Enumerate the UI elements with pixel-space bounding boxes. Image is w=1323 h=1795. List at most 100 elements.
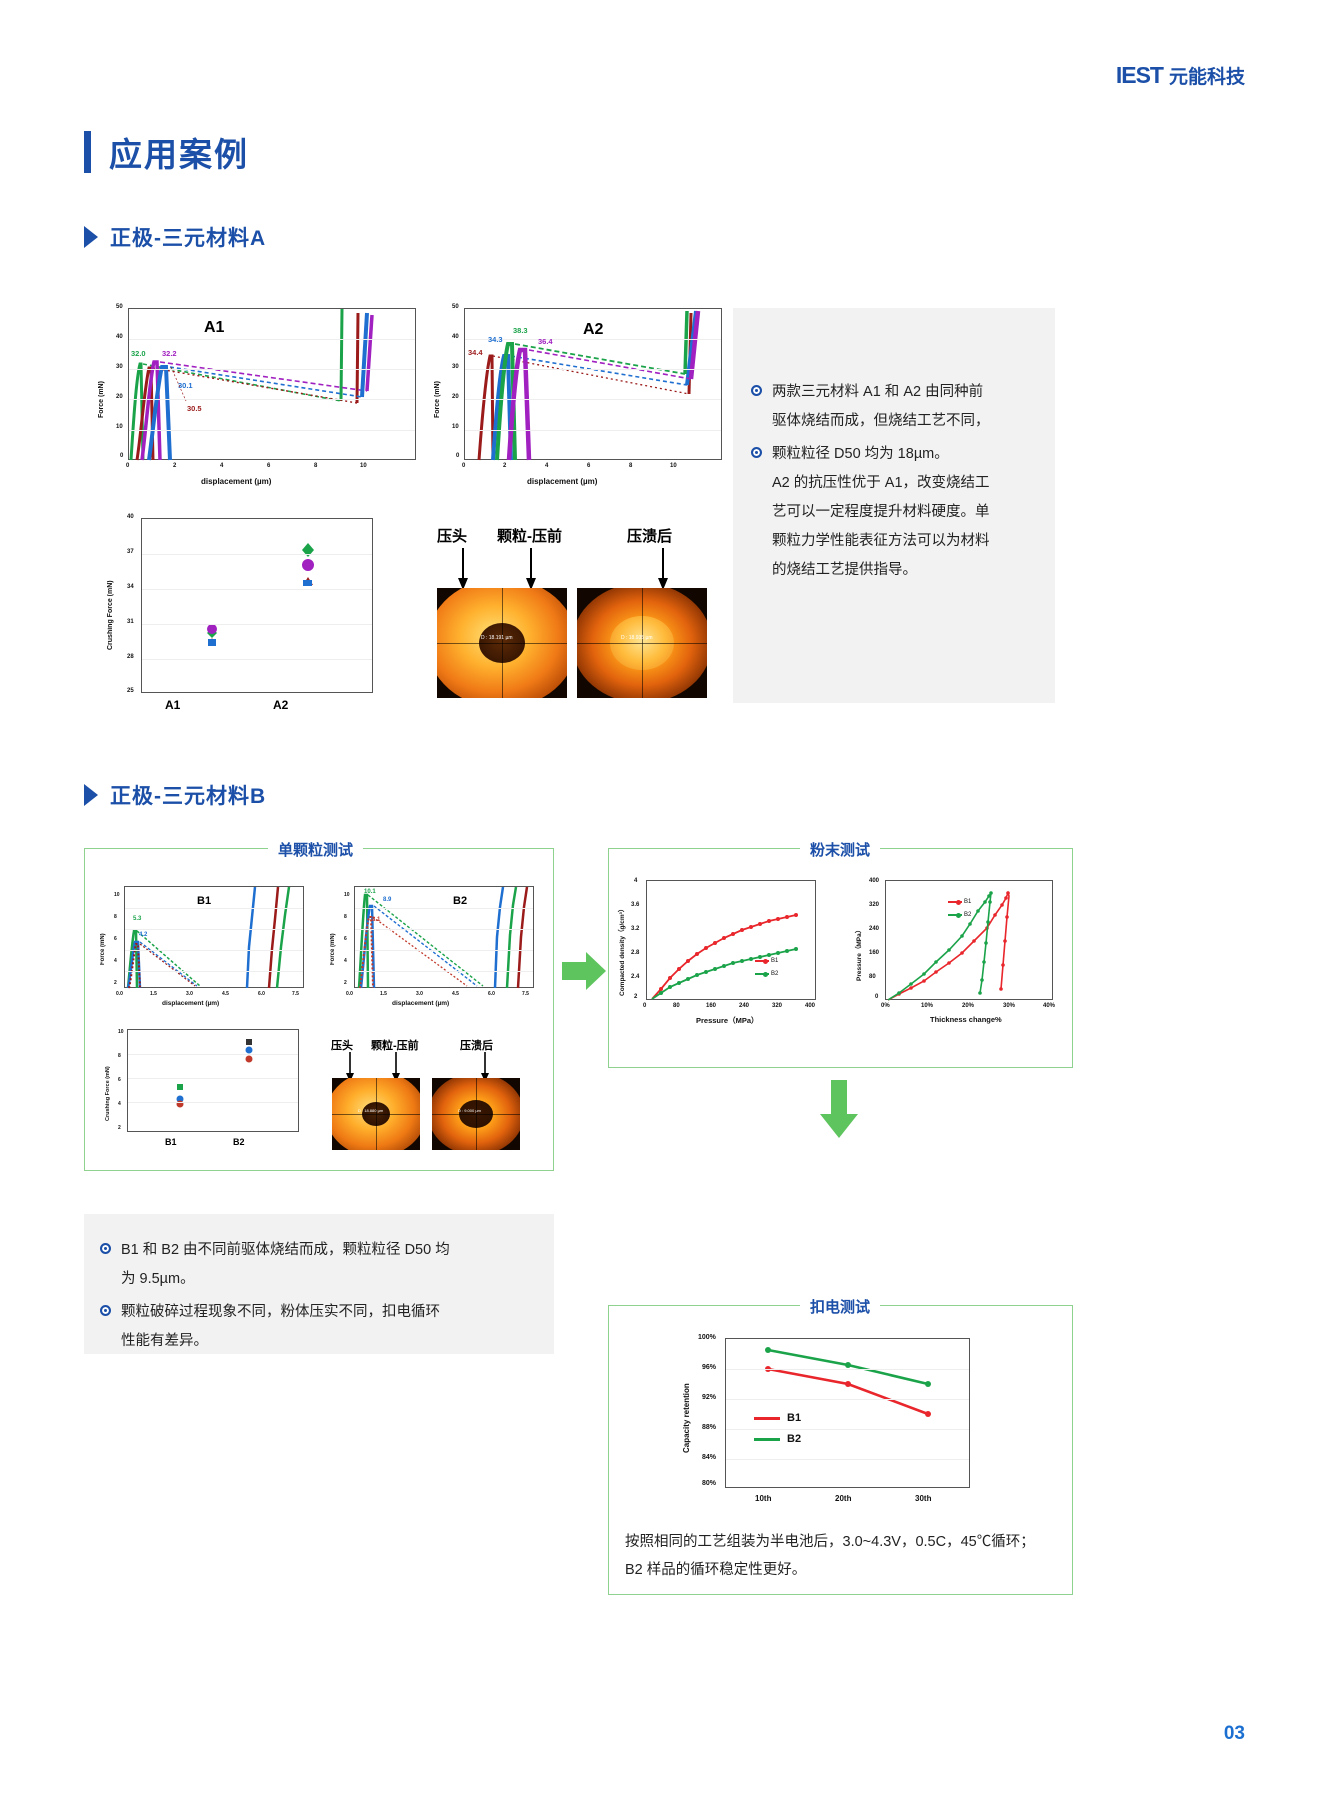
chart-compacted-density-plot: B1 B2: [646, 880, 816, 1000]
chart-a2-ylabel: Force (mN): [434, 381, 441, 418]
chart-pressure-thickness-ytick: 320: [869, 902, 880, 908]
chart-b-crushing-xtick-b2: B2: [233, 1137, 245, 1147]
note-text: 颗粒粒径 D50 均为 18µm。 A2 的抗压性优于 A1，改变烧结工 艺可以…: [772, 440, 990, 585]
chart-a-crushing-ytick: 40: [127, 514, 134, 520]
note-line: 性能有差异。: [121, 1333, 208, 1349]
chart-b2-xtick: 4.5: [452, 991, 459, 997]
arrow-down-icon: [481, 1052, 489, 1082]
chart-b2-ytick: 2: [344, 980, 347, 986]
chart-capacity-retention-ytick: 84%: [702, 1454, 717, 1461]
chart-a2-xlabel: displacement (µm): [527, 477, 598, 486]
chart-a1-ytick: 10: [116, 424, 123, 430]
chart-b1-ytick: 4: [114, 958, 117, 964]
chart-compacted-density-ytick: 2: [634, 994, 638, 1000]
chart-a1-ytick: 30: [116, 364, 123, 370]
legend-line-icon: [754, 1437, 780, 1441]
chart-a2: Force (mN) 50 40 30 20 10 0: [432, 300, 732, 500]
arrow-down-icon: [392, 1052, 400, 1082]
chart-compacted-density-legend-b1: B1: [755, 958, 778, 964]
legend-label: B2: [787, 1433, 802, 1445]
micrograph-label-indenter: 压头: [331, 1040, 353, 1052]
chart-b2-curves: [357, 886, 529, 989]
chart-a1-ytick: 0: [120, 453, 124, 459]
chart-b2-ytick: 6: [344, 936, 347, 942]
chart-capacity-retention-ylabel: Capacity retention: [682, 1383, 691, 1453]
chart-b-crushing-ytick: 4: [118, 1101, 121, 1107]
chart-a1-xtick: 0: [126, 463, 130, 469]
chart-a2-xtick: 10: [670, 463, 677, 469]
chart-compacted-density-xtick: 240: [739, 1003, 750, 1009]
chart-a1: Force (mN) 50 40 30 20 10 0: [96, 300, 421, 500]
chart-b1-ytick: 10: [114, 892, 120, 898]
chart-a1-ylabel: Force (mN): [98, 381, 105, 418]
chart-pressure-thickness: Pressure（MPa） 400 320 240 160 80 0: [855, 872, 1065, 1032]
arrow-down-icon: [658, 548, 668, 590]
chart-pressure-thickness-legend-b2: B2: [948, 912, 971, 918]
chart-b-crushing-ytick: 2: [118, 1125, 121, 1131]
chart-a1-annotation: 30.5: [187, 404, 202, 413]
note-line: 的烧结工艺提供指导。: [772, 562, 917, 578]
chart-a1-xtick: 8: [314, 463, 318, 469]
note-line: 驱体烧结而成，但烧结工艺不同，: [772, 413, 990, 429]
legend-line-icon: [948, 901, 962, 903]
chart-compacted-density-ytick: 3.2: [631, 926, 640, 932]
chart-b-crushing-ytick: 10: [118, 1029, 124, 1035]
chart-b1-annotation: 4.2: [139, 932, 148, 938]
chart-a1-xtick: 10: [360, 463, 367, 469]
chart-b1-xtick: 0.0: [116, 991, 123, 997]
chart-b-crushing-points: [176, 1039, 253, 1108]
legend-dot-icon: [763, 958, 768, 964]
chart-compacted-density-xlabel: Pressure（MPa）: [696, 1016, 759, 1025]
note-item: B1 和 B2 由不同前驱体烧结而成，颗粒粒径 D50 均 为 9.5µm。: [100, 1236, 534, 1294]
micrograph-label-after: 压溃后: [460, 1040, 493, 1052]
chart-b1-xtick: 3.0: [186, 991, 193, 997]
brand-mark-text: IEST: [1115, 62, 1164, 88]
chart-b2: Force (mN) 10 8 6 4 2 B2 10.1 8.9: [330, 880, 540, 1010]
section-heading-a-text: 正极-三元材料A: [110, 227, 267, 250]
micrograph-before: D : 18.191 µm: [437, 588, 567, 698]
chart-b1-xtick: 4.5: [222, 991, 229, 997]
micrograph-label-after: 压溃后: [627, 528, 673, 545]
chart-compacted-density-ylabel: Compacted density（g/cm³）: [619, 905, 626, 996]
chart-b-crushing: Crushing Force (mN) 10 8 6 4 2 B1 B2: [105, 1023, 305, 1163]
chart-a1-xtick: 2: [173, 463, 177, 469]
chart-a2-xtick: 0: [462, 463, 466, 469]
legend-dot-icon: [763, 971, 768, 977]
arrow-right-flow-icon: [562, 952, 606, 990]
chart-compacted-density-xtick: 400: [805, 1003, 816, 1009]
brand-chinese-name: 元能科技: [1168, 67, 1245, 88]
chart-pressure-thickness-xtick: 10%: [921, 1003, 934, 1009]
chart-b1-ytick: 6: [114, 936, 117, 942]
chart-b1-annotation: 5.3: [133, 916, 142, 922]
chart-pressure-thickness-legend-b1: B1: [948, 899, 971, 905]
chart-b2-annotation: 10.1: [364, 889, 376, 895]
chart-capacity-retention-legend-b2: B2: [754, 1433, 801, 1445]
chart-compacted-density-ytick: 4: [634, 878, 638, 884]
chart-a2-annotation: 34.3: [488, 335, 503, 344]
legend-dot-icon: [956, 912, 961, 918]
chart-pressure-thickness-xtick: 40%: [1043, 1003, 1056, 1009]
chart-compacted-density: Compacted density（g/cm³） 4 3.6 3.2 2.8 2…: [618, 872, 833, 1032]
notes-panel-a: 两款三元材料 A1 和 A2 由同种前 驱体烧结而成，但烧结工艺不同， 颗粒粒径…: [733, 308, 1055, 703]
section-heading-a: 正极-三元材料A: [84, 222, 266, 252]
micrograph-scale-text: D : 18.191 µm: [481, 635, 513, 641]
chart-pressure-thickness-plot: B1 B2: [885, 880, 1053, 1001]
chart-a2-ytick: 50: [452, 304, 459, 310]
chart-compacted-density-ytick: 3.6: [631, 902, 640, 908]
section-heading-b: 正极-三元材料B: [84, 780, 266, 810]
chart-a2-title: A2: [583, 321, 604, 338]
legend-dot-icon: [956, 899, 961, 905]
chart-b2-ytick: 10: [344, 892, 350, 898]
chart-b1-plot: B1 5.3 4.2: [124, 886, 304, 989]
chart-a-crushing-ytick: 28: [127, 654, 134, 660]
chart-a1-annotation: 32.2: [162, 349, 177, 358]
chart-pressure-thickness-ytick: 240: [869, 926, 880, 932]
micrograph-before-b: D : 18.880 µm: [332, 1078, 420, 1150]
chart-b2-ytick: 4: [344, 958, 347, 964]
legend-label: B2: [964, 912, 972, 918]
bullet-icon: [751, 447, 762, 458]
chart-pressure-thickness-xlabel: Thickness change%: [930, 1015, 1002, 1024]
note-line: B1 和 B2 由不同前驱体烧结而成，颗粒粒径 D50 均: [121, 1242, 450, 1258]
micrograph-label-before: 颗粒-压前: [371, 1040, 419, 1052]
group-label-powder: 粉末测试: [800, 839, 881, 860]
